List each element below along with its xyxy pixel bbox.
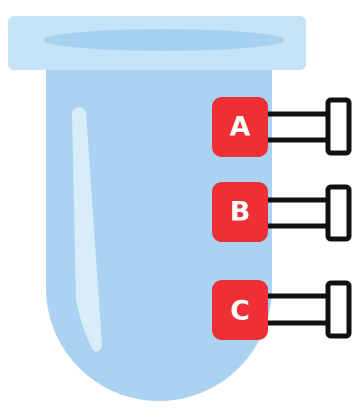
label-c: C (230, 296, 250, 327)
label-group-b: B (212, 182, 352, 242)
label-group-a: A (212, 97, 352, 157)
label-b-badge (212, 182, 268, 242)
label-a: A (230, 112, 251, 143)
connector-a (268, 97, 352, 156)
label-group-c: C (212, 280, 352, 340)
test-tube-highlight (72, 107, 102, 352)
label-b: B (230, 197, 251, 228)
connector-c (268, 280, 352, 339)
label-a-badge (212, 97, 268, 157)
connector-b (268, 184, 352, 242)
test-tube-opening (44, 29, 284, 51)
label-c-badge (212, 280, 268, 340)
